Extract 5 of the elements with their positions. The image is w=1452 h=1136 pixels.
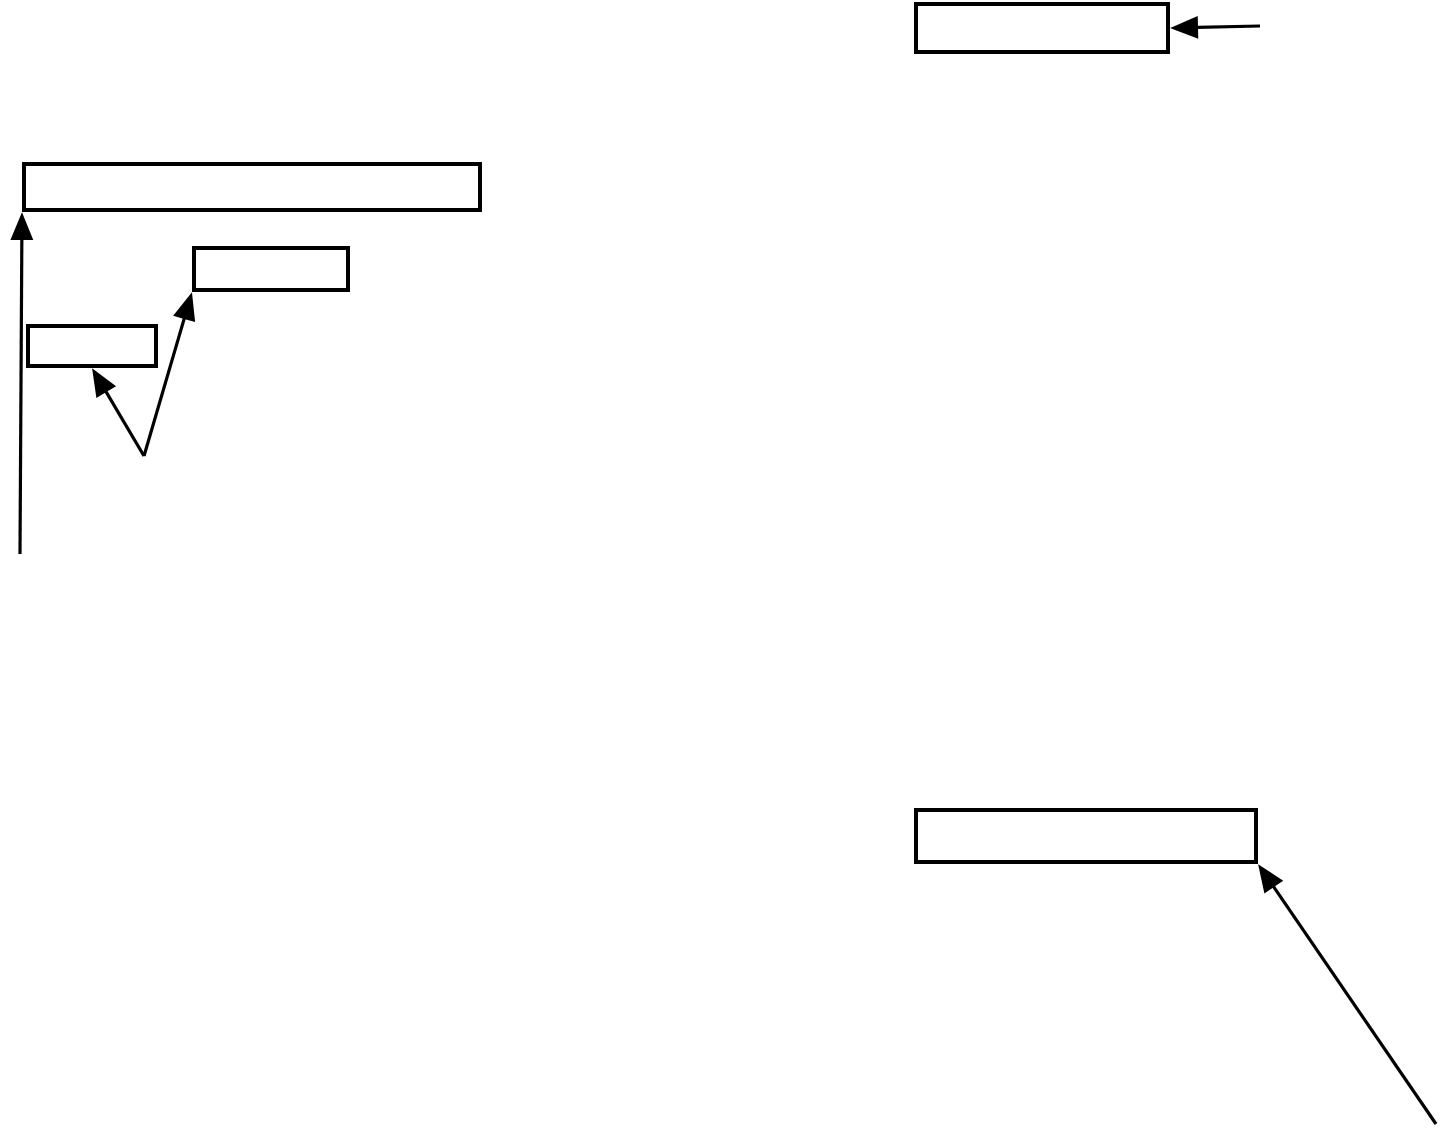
label-box	[914, 2, 1170, 54]
label-box	[192, 246, 350, 292]
label-box	[914, 808, 1258, 864]
label-box	[26, 324, 158, 368]
label-box	[22, 162, 482, 212]
